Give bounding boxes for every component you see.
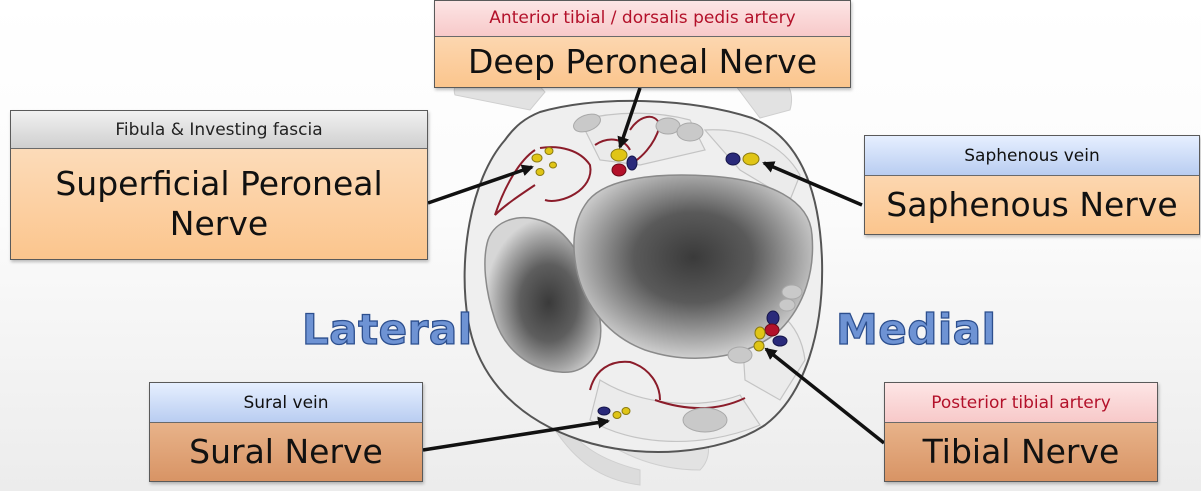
fibula-bone [484, 217, 602, 373]
tibial-nerve-dot [754, 326, 766, 340]
sural-label: Sural vein Sural Nerve [149, 382, 423, 482]
deep-peroneal-label: Anterior tibial / dorsalis pedis artery … [434, 0, 851, 88]
pointer-arrows [422, 87, 886, 452]
arrow-saphenous [762, 161, 863, 207]
posterior-tibial-artery-dot [764, 323, 780, 337]
anterior-tibial-artery-label: Anterior tibial / dorsalis pedis artery [435, 1, 850, 37]
deep-peroneal-nerve-label: Deep Peroneal Nerve [468, 42, 817, 82]
saphenous-vein-label: Saphenous vein [865, 136, 1199, 176]
arrow-tibial [764, 347, 886, 445]
sural-nerve-label: Sural Nerve [189, 432, 383, 472]
tendons [573, 113, 803, 433]
superficial-peroneal-nerve-label: Superficial Peroneal Nerve [55, 164, 383, 243]
saphenous-nerve-label: Saphenous Nerve [886, 185, 1178, 225]
anterior-tibial-artery-dot [611, 163, 627, 177]
saphenous-label: Saphenous vein Saphenous Nerve [864, 135, 1200, 235]
sural-bundle [597, 406, 631, 419]
anterior-tibial-vein-dot [626, 155, 638, 171]
deep-peroneal-nerve-dot [610, 148, 628, 162]
posterior-tibial-vein-dot-2 [772, 335, 788, 347]
tibia-bone [573, 174, 814, 359]
tibial-nerve-dot-2 [753, 340, 765, 352]
posterior-tibial-vein-dot [766, 310, 780, 326]
arrow-deep-peroneal [617, 87, 642, 149]
tibial-nerve-label: Tibial Nerve [922, 432, 1120, 472]
sural-vein-label: Sural vein [150, 383, 422, 423]
sural-nerve-dot [612, 411, 622, 419]
deep-peroneal-bundle [610, 148, 638, 177]
saphenous-nerve-dot [742, 152, 760, 166]
superficial-peroneal-bundle [531, 147, 557, 176]
arrow-sural [422, 416, 610, 452]
superficial-peroneal-nerve-dot [531, 153, 543, 163]
posterior-tibial-artery-label: Posterior tibial artery [885, 383, 1157, 423]
saphenous-vein-dot [725, 152, 741, 166]
superficial-peroneal-nerve-dot-2 [544, 147, 554, 155]
tibial-label: Posterior tibial artery Tibial Nerve [884, 382, 1158, 482]
sural-nerve-dot-2 [621, 407, 631, 415]
saphenous-bundle [725, 152, 760, 166]
superficial-peroneal-nerve-dot-3 [535, 168, 545, 176]
superficial-peroneal-nerve-dot-4 [549, 161, 557, 169]
fibula-investing-fascia-label: Fibula & Investing fascia [11, 111, 427, 149]
medial-orientation-label: Medial [835, 304, 997, 354]
tibial-bundle [753, 310, 788, 352]
arrow-superficial-peroneal [427, 164, 534, 205]
superficial-peroneal-label: Fibula & Investing fascia Superficial Pe… [10, 110, 428, 260]
lateral-orientation-label: Lateral [301, 304, 473, 354]
sural-vein-dot [597, 406, 611, 416]
